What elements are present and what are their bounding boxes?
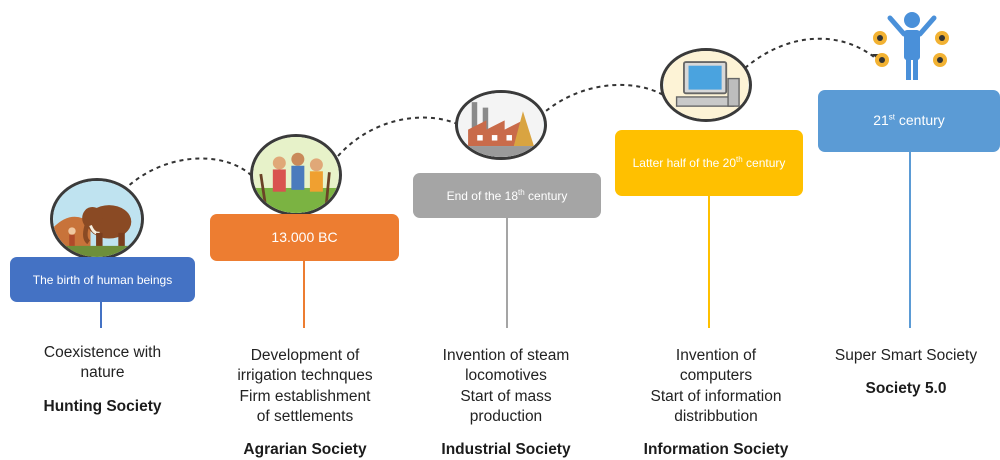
era-date-label: End of the 18th century — [446, 187, 568, 203]
era-date-box-hunting: The birth of human beings — [10, 257, 195, 302]
era-date-label: The birth of human beings — [32, 272, 173, 287]
society-name-information: Information Society — [643, 441, 789, 458]
dashed-arc-2 — [337, 116, 463, 157]
era-stem-smart — [909, 152, 911, 328]
era-stem-agrarian — [303, 261, 305, 328]
dashed-arc-3 — [539, 83, 666, 117]
era-date-label: 13.000 BC — [271, 228, 338, 245]
era-description-smart: Super Smart Society — [834, 347, 978, 364]
era-stem-industrial — [506, 218, 508, 328]
dashed-arc-1 — [117, 157, 253, 197]
era-date-box-industrial: End of the 18th century — [413, 173, 601, 218]
society-name-hunting: Hunting Society — [43, 398, 162, 415]
computer-icon — [660, 48, 752, 122]
era-date-box-information: Latter half of the 20th century — [615, 130, 803, 196]
era-description-industrial: Invention of steam locomotives Start of … — [442, 347, 570, 426]
factory-icon — [455, 90, 547, 160]
society-name-smart: Society 5.0 — [865, 380, 947, 397]
era-description-hunting: Coexistence with nature — [43, 344, 162, 382]
era-date-label: 21st century — [873, 112, 945, 129]
society-name-industrial: Industrial Society — [441, 441, 571, 458]
society-name-agrarian: Agrarian Society — [243, 441, 367, 458]
era-description-agrarian: Development of irrigation technques Firm… — [237, 347, 373, 426]
era-stem-information — [708, 196, 710, 328]
farmers-icon — [250, 134, 342, 216]
dashed-arc-4 — [744, 37, 881, 69]
era-date-box-smart: 21st century — [818, 90, 1000, 152]
network-person-icon — [866, 8, 958, 86]
era-date-box-agrarian: 13.000 BC — [210, 214, 399, 261]
era-description-information: Invention of computers Start of informat… — [650, 347, 782, 426]
era-stem-hunting — [100, 302, 102, 328]
mammoth-icon — [50, 178, 144, 260]
era-date-label: Latter half of the 20th century — [632, 155, 786, 170]
